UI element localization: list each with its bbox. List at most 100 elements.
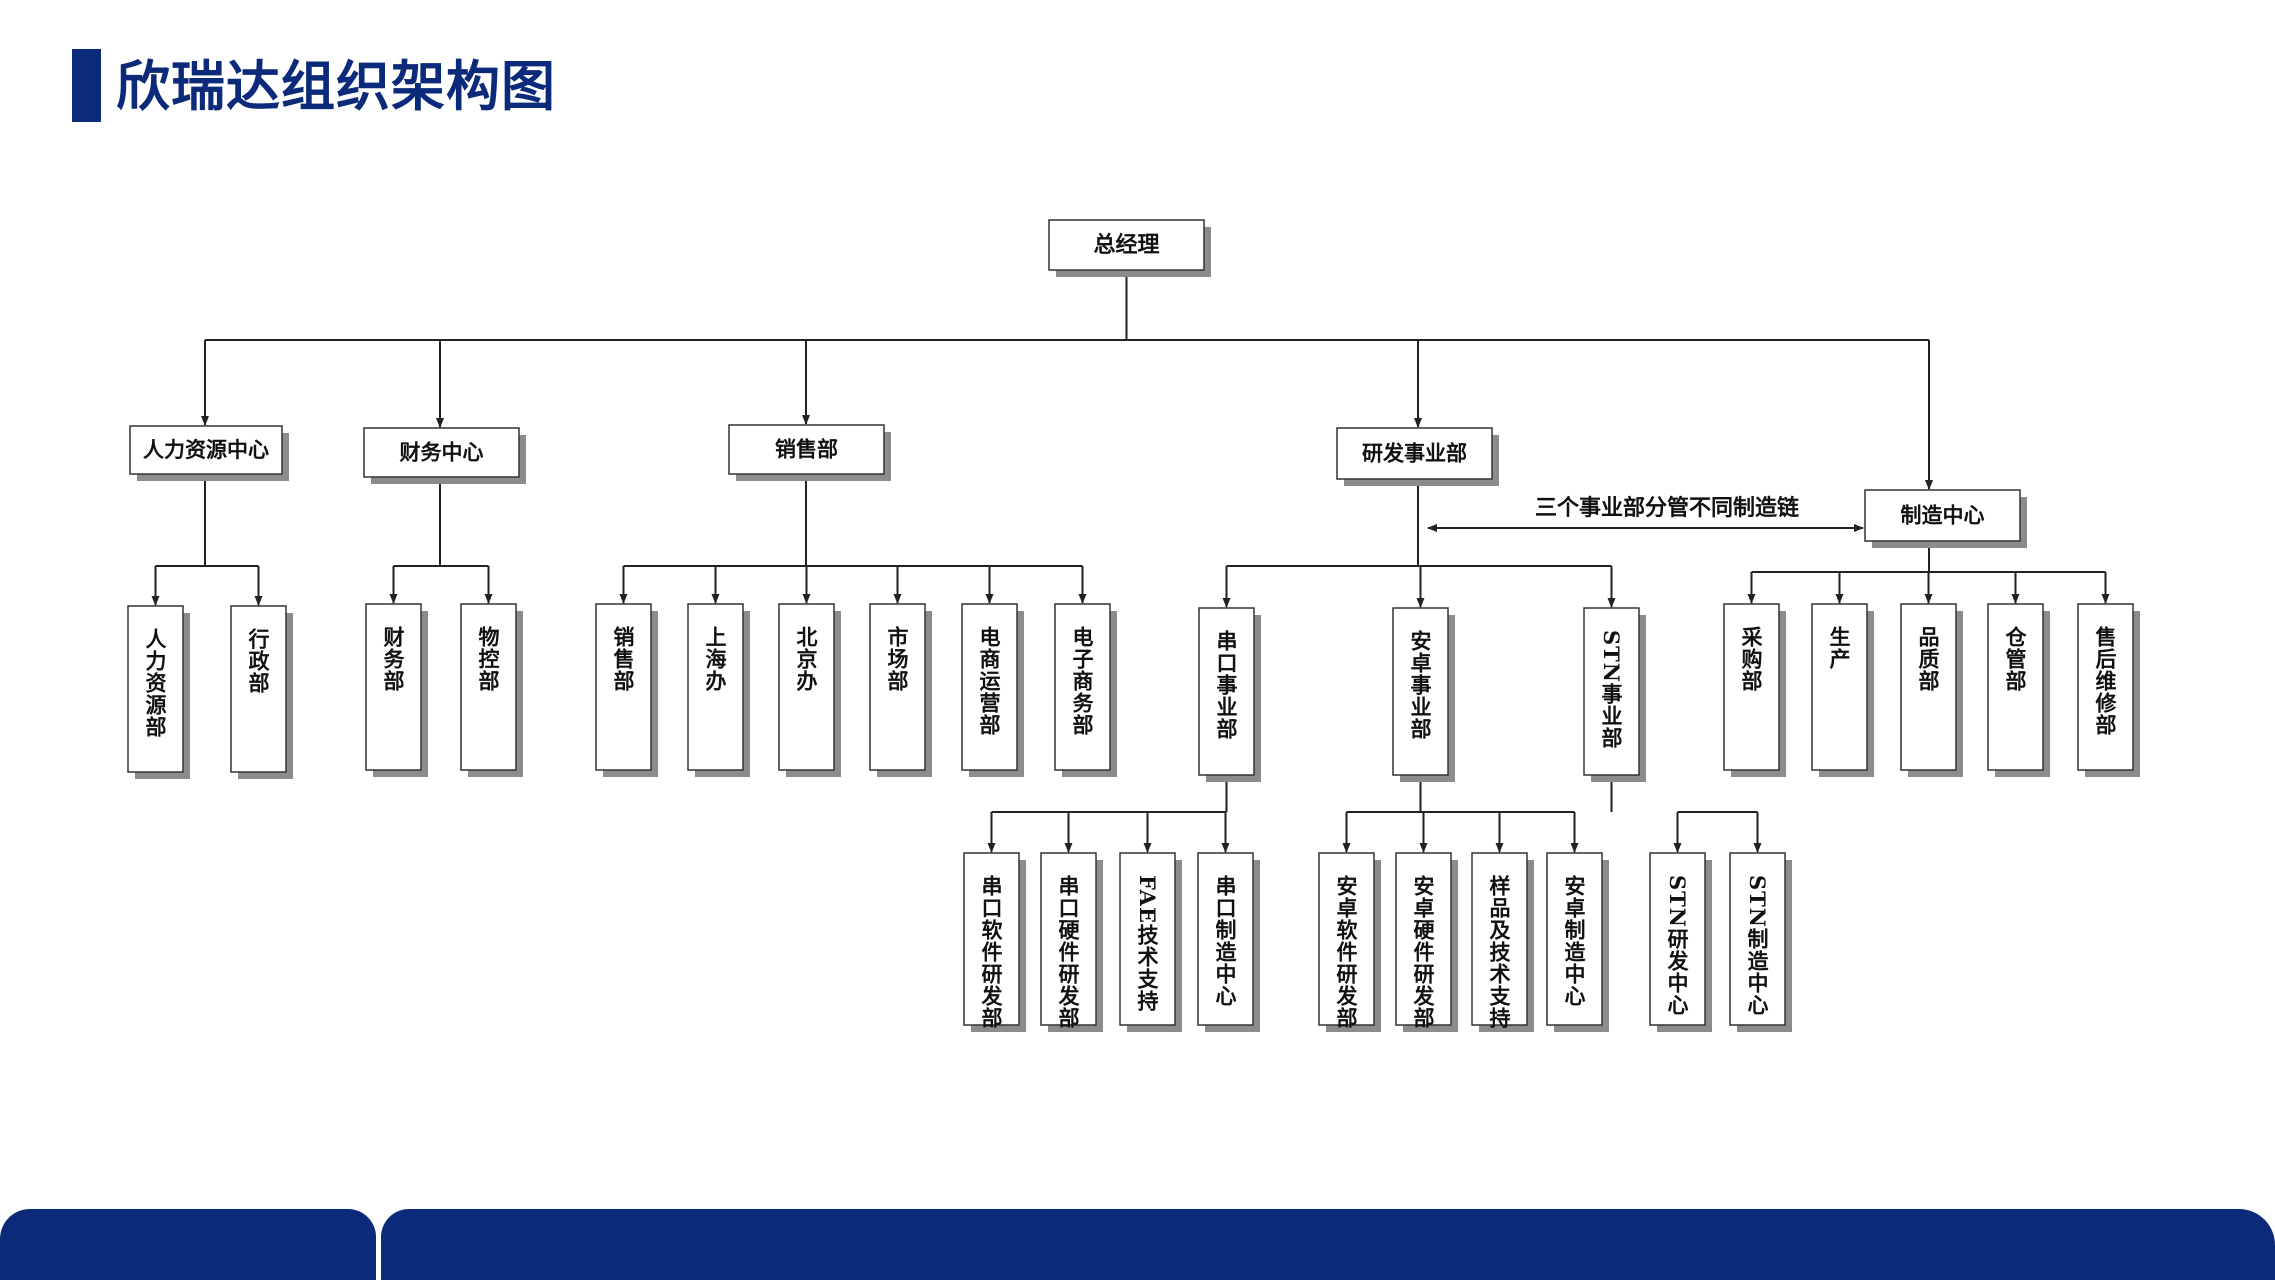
node-unit: 采购部: [1723, 603, 1786, 777]
link-note: 三个事业部分管不同制造链: [1535, 495, 1799, 521]
node-label: 销售部: [775, 437, 838, 462]
node-unit: 电商运营部: [961, 603, 1024, 777]
node-unit: 生产: [1811, 603, 1874, 777]
node-unit: 样品及技术支持: [1471, 852, 1534, 1032]
node-unit: 仓管部: [1987, 603, 2050, 777]
node-label: 采购部: [1739, 626, 1764, 692]
node-box: [1040, 852, 1097, 1026]
node-label: 总经理: [1093, 232, 1159, 258]
node-business-unit: 串口事业部: [1198, 607, 1261, 782]
node-unit: 电子商务部: [1054, 603, 1117, 777]
node-box: [1864, 489, 2021, 542]
node-unit: 串口硬件研发部: [1040, 852, 1103, 1032]
node-box: [1987, 603, 2044, 771]
node-unit: 售后维修部: [2077, 603, 2140, 777]
node-box: [1048, 219, 1205, 271]
node-box: [1395, 852, 1452, 1026]
node-department: 销售部: [728, 424, 891, 481]
page-title: 欣瑞达组织架构图: [116, 55, 556, 118]
node-label: 研发事业部: [1362, 441, 1467, 466]
node-box: [363, 427, 520, 478]
node-box: [1198, 607, 1255, 776]
node-box: [778, 603, 835, 771]
node-box: [1119, 852, 1176, 1026]
footer-band-right: [381, 1209, 2275, 1280]
node-box: [869, 603, 926, 771]
node-unit: 上海办: [687, 603, 750, 777]
title-accent-bar: [72, 49, 101, 122]
node-unit: FAE技术支持: [1119, 852, 1182, 1032]
node-box: [961, 603, 1018, 771]
node-box: [460, 603, 517, 771]
node-label: 样品及技术支持: [1487, 874, 1512, 1029]
node-label: STN事业部: [1599, 630, 1624, 749]
node-box: [1336, 427, 1493, 480]
node-department: 制造中心: [1864, 489, 2027, 548]
node-label: STN制造中心: [1745, 875, 1770, 1016]
node-label: 生产: [1827, 625, 1852, 670]
node-label: 北京办: [794, 626, 819, 692]
node-label: 市场部: [885, 625, 910, 692]
node-label: 串口制造中心: [1213, 874, 1238, 1007]
node-unit: STN制造中心: [1729, 852, 1792, 1032]
node-label: 上海办: [703, 626, 728, 692]
node-box: [365, 603, 422, 771]
node-label: 行政部: [246, 627, 271, 694]
node-unit: 人力资源部: [127, 605, 190, 779]
node-unit: 销售部: [595, 603, 658, 777]
node-label: 财务中心: [400, 440, 484, 465]
node-box: [595, 603, 652, 771]
node-unit: 财务部: [365, 603, 428, 777]
node-box: [963, 852, 1020, 1026]
node-label: 电商运营部: [977, 626, 1002, 736]
node-box: [1583, 607, 1640, 776]
node-box: [1723, 603, 1780, 771]
node-label: 人力资源中心: [143, 437, 269, 462]
node-department: 人力资源中心: [129, 425, 289, 481]
node-unit: 行政部: [230, 605, 293, 779]
node-unit: 安卓软件研发部: [1318, 852, 1381, 1032]
node-label: 仓管部: [2003, 625, 2028, 692]
node-label: 电子商务部: [1070, 626, 1095, 736]
node-box: [127, 605, 184, 773]
node-box: [1318, 852, 1375, 1026]
node-box: [1197, 852, 1254, 1026]
node-department: 研发事业部: [1336, 427, 1499, 486]
node-label: 串口软件研发部: [979, 874, 1004, 1029]
node-label: 销售部: [611, 625, 636, 692]
node-unit: 安卓硬件研发部: [1395, 852, 1458, 1032]
node-box: [2077, 603, 2134, 771]
node-box: [1900, 603, 1957, 771]
node-box: [1649, 852, 1706, 1026]
node-label: STN研发中心: [1665, 875, 1690, 1016]
node-label: 安卓硬件研发部: [1411, 874, 1436, 1029]
node-box: [1729, 852, 1786, 1026]
node-box: [687, 603, 744, 771]
node-unit: 串口制造中心: [1197, 852, 1260, 1032]
node-label: 财务部: [381, 626, 406, 692]
node-box: [1471, 852, 1528, 1026]
node-box: [129, 425, 283, 475]
node-label: 制造中心: [1901, 503, 1985, 528]
node-label: 串口硬件研发部: [1056, 874, 1081, 1029]
node-label: 安卓事业部: [1408, 629, 1433, 740]
node-box: [230, 605, 287, 773]
node-label: 安卓制造中心: [1562, 874, 1587, 1007]
node-unit: 安卓制造中心: [1546, 852, 1609, 1032]
node-label: 安卓软件研发部: [1334, 874, 1359, 1029]
node-root: 总经理: [1048, 219, 1211, 277]
node-unit: 北京办: [778, 603, 841, 777]
node-label: 串口事业部: [1214, 629, 1239, 740]
node-business-unit: 安卓事业部: [1392, 607, 1455, 782]
node-business-unit: STN事业部: [1583, 607, 1646, 782]
node-unit: 串口软件研发部: [963, 852, 1026, 1032]
node-label: 售后维修部: [2093, 625, 2118, 736]
node-box: [1054, 603, 1111, 771]
node-box: [728, 424, 885, 475]
node-box: [1811, 603, 1868, 771]
node-box: [1546, 852, 1603, 1026]
node-unit: STN研发中心: [1649, 852, 1712, 1032]
node-unit: 品质部: [1900, 603, 1963, 777]
footer-band-left: [0, 1209, 376, 1280]
